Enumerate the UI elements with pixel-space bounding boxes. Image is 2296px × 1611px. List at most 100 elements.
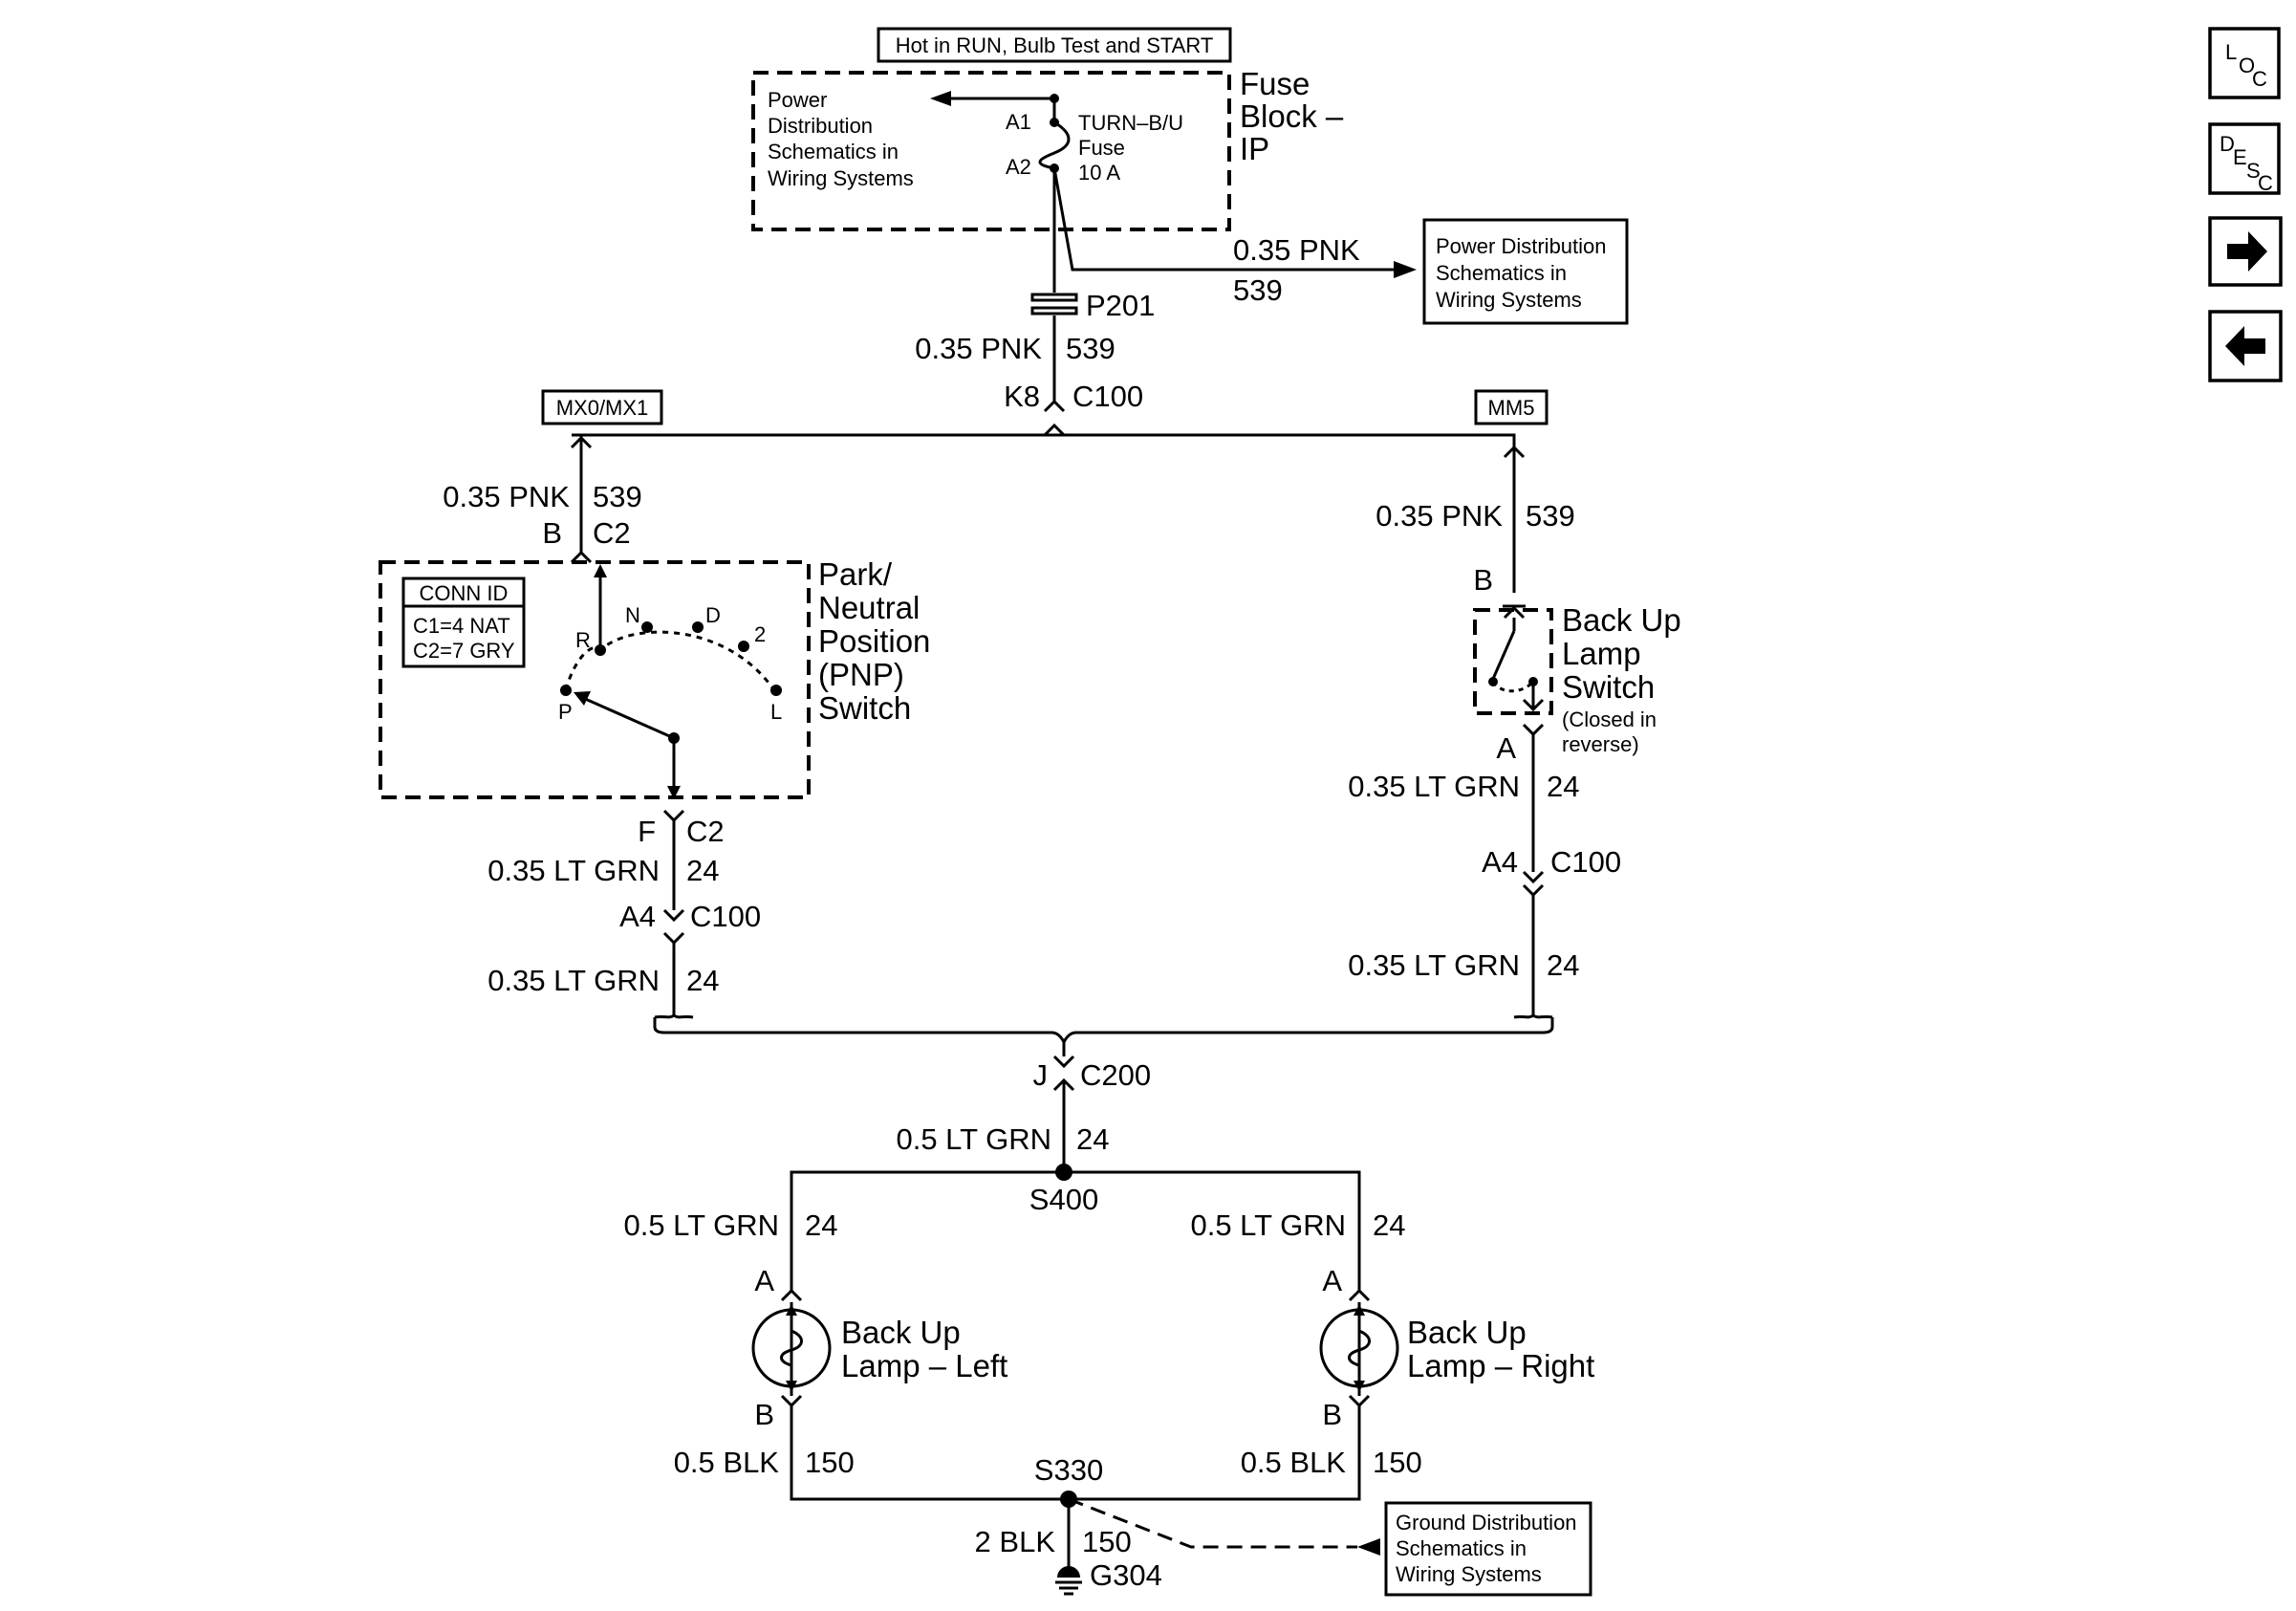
svg-text:Schematics in: Schematics in [1396,1536,1527,1560]
desc-button[interactable]: D E S C [2208,122,2281,195]
svg-text:C: C [2252,67,2267,91]
svg-text:Distribution: Distribution [768,114,873,138]
svg-text:Neutral: Neutral [818,590,920,625]
fuse-pin-a2: A2 [1006,155,1031,179]
c200-wire-label: 0.5 LT GRN [896,1122,1051,1156]
option-label-left: MX0/MX1 [556,396,649,420]
ground-symbol [1055,1566,1082,1596]
ground-wire-label: 2 BLK [975,1525,1056,1558]
power-distribution-ref-right [1422,218,1629,325]
ground-circuit-label: 150 [1082,1525,1132,1558]
branch-circuit-label: 539 [1233,273,1283,307]
pnp-pos-l: L [770,700,782,724]
svg-text:Schematics in: Schematics in [1436,261,1567,285]
lamp-left-circuit-label: 24 [805,1208,837,1242]
svg-text:Lamp: Lamp [1562,636,1641,671]
lamp-left-name: Back Up Lamp – Left [841,1315,1007,1383]
svg-text:Wiring Systems: Wiring Systems [1436,288,1582,312]
svg-text:Wiring Systems: Wiring Systems [768,166,914,190]
gnd-right-wire-label: 0.5 BLK [1241,1446,1347,1479]
svg-text:L: L [2225,40,2237,64]
gnd-right-circuit-label: 150 [1373,1446,1422,1479]
svg-text:Back Up: Back Up [1407,1315,1527,1350]
svg-text:D: D [2220,132,2235,156]
arrow-right-icon [2227,231,2267,272]
main-circuit-label: 539 [1066,332,1116,365]
power-feed-arrow [930,91,1059,106]
branch-wire-label: 0.35 PNK [1233,233,1360,267]
option-label-right-box [1474,389,1549,425]
bul-pin-a-label: A [1496,731,1516,765]
prev-page-button[interactable] [2208,310,2283,382]
pnp-wire-out2-label: 0.35 LT GRN [487,964,660,997]
wire-539-branch [1052,167,1417,278]
bul-connector-a [1522,723,1545,737]
svg-text:Block –: Block – [1240,98,1344,134]
bus-arrow-left [570,435,593,449]
pnp-c100-label: C100 [690,900,761,933]
svg-text:(PNP): (PNP) [818,657,904,692]
svg-text:Lamp – Right: Lamp – Right [1407,1348,1594,1383]
bul-wire-in-label: 0.35 PNK [1375,499,1503,533]
pnp-pos-2: 2 [754,622,766,646]
s330-label: S330 [1034,1453,1103,1487]
conn-id-box [401,577,526,668]
bul-pin-b-label: B [1473,563,1493,597]
fuse-block-outline [751,71,1231,231]
svg-text:TURN–B/U: TURN–B/U [1078,111,1183,135]
bul-switch-name: Back Up Lamp Switch [1562,602,1681,705]
gnd-left-wire-label: 0.5 BLK [674,1446,780,1479]
pnp-c2-out-label: C2 [686,815,725,848]
loc-button[interactable]: L O C [2208,27,2281,99]
svg-text:Back Up: Back Up [1562,602,1681,638]
lamp-right-name: Back Up Lamp – Right [1407,1315,1594,1383]
g304-label: G304 [1090,1558,1162,1592]
svg-text:Power Distribution: Power Distribution [1436,234,1607,258]
lamp-right-circuit-label: 24 [1373,1208,1405,1242]
fuse-block-name: Fuse Block – IP [1240,66,1344,166]
pnp-pin-a4-label: A4 [619,900,656,933]
pnp-pin-b-label: B [542,516,562,550]
bul-pin-a4-label: A4 [1482,845,1518,879]
c100-label-top: C100 [1072,380,1143,413]
lower-option-bus [653,1013,1554,1046]
back-up-lamp-left [751,1288,832,1408]
pnp-pos-r: R [575,628,591,652]
pnp-c2-label: C2 [593,516,631,550]
pnp-switch-outline [379,560,811,799]
bul-wire-out2-label: 0.35 LT GRN [1348,948,1520,982]
pnp-circuit-out2-label: 24 [686,964,719,997]
main-wire-label: 0.35 PNK [915,332,1042,365]
option-label-left-box [541,389,663,425]
ground-distribution-ref [1384,1501,1592,1597]
p201-splice-pack [1030,293,1078,316]
bul-c100-label: C100 [1550,845,1621,879]
hot-in-label-box [877,27,1232,63]
svg-text:Power: Power [768,88,827,112]
conn-id-line-1: C1=4 NAT [413,614,510,638]
back-up-lamp-right [1319,1288,1399,1408]
bul-circuit-out2-label: 24 [1547,948,1579,982]
svg-text:S: S [2246,159,2261,183]
wire-539-to-pnp [572,433,583,553]
c200-label: C200 [1080,1058,1151,1092]
next-page-button[interactable] [2208,216,2283,287]
pnp-c100-connector [662,908,685,946]
svg-text:Schematics in: Schematics in [768,140,899,163]
arrow-left-icon [2225,326,2265,366]
pnp-pos-n: N [625,603,640,627]
svg-text:C: C [2258,171,2273,195]
fuse-name: TURN–B/U Fuse 10 A [1078,111,1183,185]
svg-text:Park/: Park/ [818,556,893,592]
lamp-left-wire-label: 0.5 LT GRN [623,1208,779,1242]
pnp-wire-in-label: 0.35 PNK [443,480,570,513]
lamp-right-pin-a-label: A [1322,1264,1342,1297]
pnp-c2-connector-bottom [662,809,685,823]
s400-bus [790,1170,1361,1291]
turn-bu-fuse [1038,98,1071,173]
svg-text:Switch: Switch [1562,669,1655,705]
c100-k8-connector [1043,399,1066,437]
svg-text:reverse): reverse) [1562,732,1639,756]
s400-label: S400 [1029,1183,1098,1216]
